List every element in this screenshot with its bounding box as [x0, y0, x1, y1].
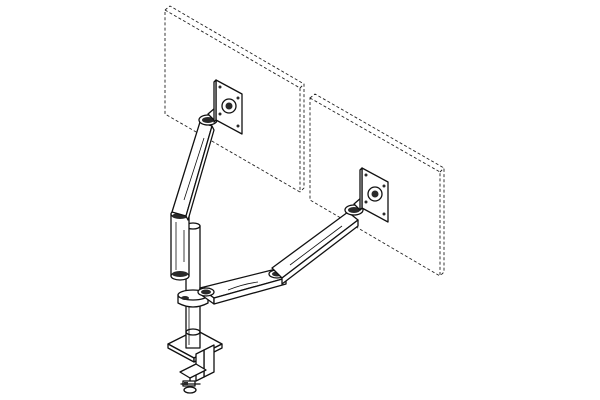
lower-arm [197, 269, 287, 305]
left-upper-arm [171, 114, 218, 221]
right-tilt-head [353, 167, 389, 223]
left-monitor-outline [164, 5, 305, 193]
vertical-mount-column [170, 209, 190, 281]
right-upper-arm [271, 204, 364, 285]
left-tilt-head [207, 79, 243, 135]
right-monitor-outline [309, 93, 445, 277]
